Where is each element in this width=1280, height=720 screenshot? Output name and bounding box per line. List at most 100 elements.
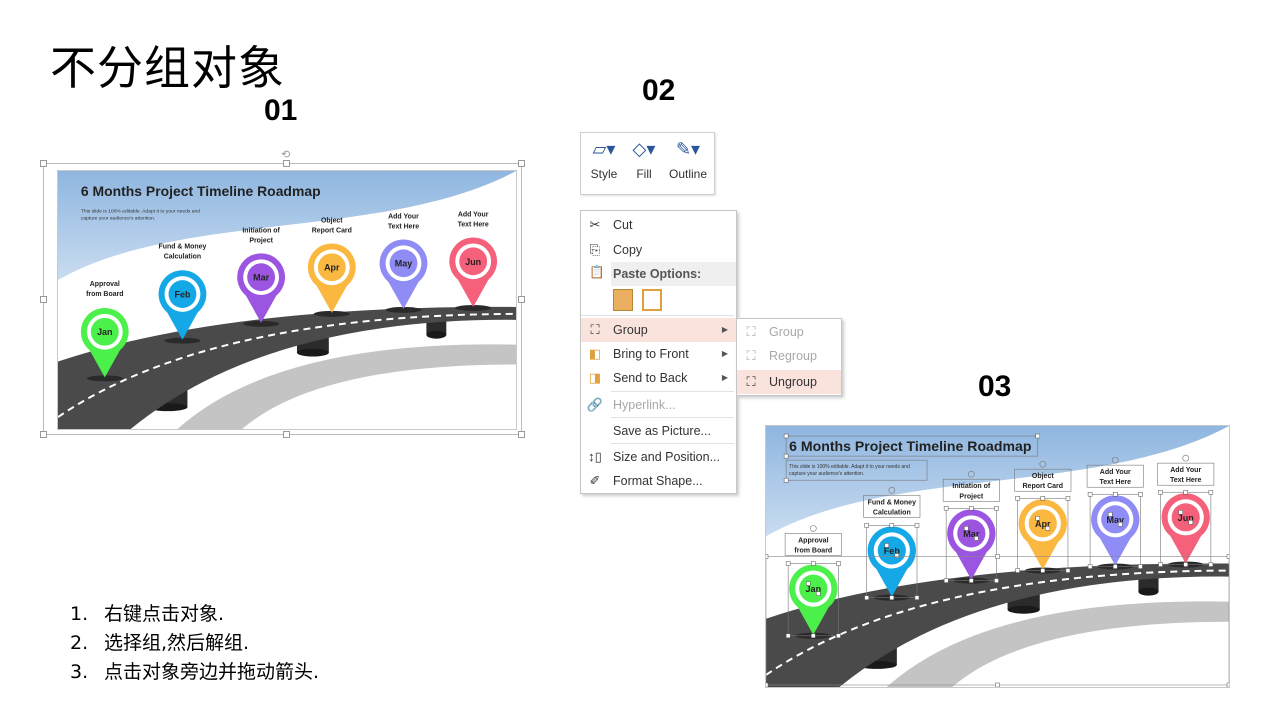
pin-center [247, 263, 276, 292]
selection-handle [836, 561, 841, 566]
pin-shadow [164, 337, 201, 344]
selection-handle [1112, 492, 1118, 497]
road-pillar [1007, 605, 1040, 614]
milestone-label: Fund & Money [159, 243, 207, 250]
slide-subtitle: This slide is 100% editable. Adapt it to… [789, 464, 910, 470]
submenu-item-regroup[interactable]: ⛶ Regroup [737, 344, 841, 368]
selection-handle [783, 477, 789, 483]
fill-button[interactable]: ◇▾Fill [631, 139, 657, 181]
menu-label: Regroup [769, 349, 817, 363]
paste-picture-icon[interactable] [642, 289, 662, 311]
resize-handle[interactable] [518, 431, 525, 438]
selection-handle [1118, 522, 1123, 527]
menu-item-group[interactable]: ⛶Group▶ [581, 318, 736, 342]
slide-title: 6 Months Project Timeline Roadmap [789, 438, 1032, 454]
resize-handle[interactable] [518, 160, 525, 167]
road-pillar [296, 348, 329, 357]
pin-shadow [455, 304, 492, 311]
regroup-icon: ⛶ [746, 348, 756, 363]
menu-label: Group [769, 325, 804, 339]
milestone-month: Jun [1178, 513, 1194, 523]
milestone-month: Jun [465, 257, 481, 267]
selection-handle [914, 523, 920, 528]
paste-keep-source-icon[interactable] [613, 289, 633, 311]
step-text: 点击对象旁边并拖动箭头. [104, 661, 320, 683]
resize-handle[interactable] [40, 431, 47, 438]
milestone-label: Report Card [312, 228, 352, 235]
selection-handle [1040, 496, 1046, 501]
selection-handle [1208, 489, 1214, 495]
context-menu: ✂Cut ⎘Copy Paste Options: 📋 ⛶Group▶ ◧Bri… [580, 210, 737, 494]
menu-item-size-and-position[interactable]: ↕▯Size and Position... [581, 445, 736, 469]
instruction-step: 1.右键点击对象. [70, 600, 319, 629]
menu-item-copy[interactable]: ⎘Copy [581, 238, 736, 262]
milestone-label: Calculation [164, 253, 201, 260]
selection-handle [995, 554, 1000, 559]
menu-label: Ungroup [769, 375, 817, 389]
fill-bucket-icon: ◇▾ [632, 139, 656, 159]
selection-handle [811, 561, 816, 566]
menu-item-hyperlink[interactable]: 🔗Hyperlink... [581, 393, 736, 417]
menu-item-save-as-picture[interactable]: Save as Picture... [581, 419, 736, 443]
selection-handle [1065, 568, 1071, 573]
selection-handle [1035, 433, 1041, 439]
selection-handle [889, 523, 895, 528]
resize-handle[interactable] [40, 160, 47, 167]
selection-handle [1107, 512, 1113, 517]
milestone-label: Text Here [458, 222, 489, 229]
milestone-label: Initiation of [952, 483, 991, 490]
instruction-step: 3.点击对象旁边并拖动箭头. [70, 658, 319, 687]
milestone-label: Report Card [1022, 483, 1063, 490]
road [58, 306, 516, 429]
milestone-label: Initiation of [242, 228, 280, 235]
milestone-month: Apr [1035, 519, 1051, 529]
selection-handle [1035, 516, 1041, 521]
milestone-month: Mar [963, 529, 980, 539]
selection-handle [964, 526, 969, 531]
resize-handle[interactable] [40, 296, 47, 303]
menu-item-send-to-back[interactable]: ◨Send to Back▶ [581, 366, 736, 390]
selection-handle [1183, 489, 1188, 495]
road [766, 563, 1229, 687]
road-shadow [177, 344, 516, 429]
selection-handle [974, 536, 979, 541]
scissors-icon: ✂ [589, 217, 601, 232]
group-submenu: ⛶Group ⛶ Regroup ⛶Ungroup [736, 318, 842, 396]
milestone-month: Feb [884, 546, 901, 556]
resize-handle[interactable] [518, 296, 525, 303]
selection-handle [969, 578, 974, 583]
pin-center [90, 317, 119, 346]
menu-item-format-shape[interactable]: ✐Format Shape... [581, 469, 736, 493]
selection-handle [943, 506, 949, 511]
style-button[interactable]: ▱▾Style [589, 139, 619, 181]
menu-item-cut[interactable]: ✂Cut [581, 213, 736, 237]
selection-handle [1138, 492, 1143, 497]
instruction-step: 2.选择组,然后解组. [70, 629, 319, 658]
selection-handle [1087, 564, 1093, 569]
selection-handle [1158, 562, 1163, 567]
text-box-selection [784, 533, 842, 556]
menu-item-bring-to-front[interactable]: ◧Bring to Front▶ [581, 342, 736, 366]
submenu-item-group[interactable]: ⛶Group [737, 320, 841, 344]
group-icon: ⛶ [590, 322, 600, 337]
submenu-item-ungroup[interactable]: ⛶Ungroup [737, 370, 841, 394]
rotate-handle [888, 486, 896, 494]
resize-handle[interactable] [283, 160, 290, 167]
selection-handle [943, 578, 949, 583]
pin-shadow [86, 375, 123, 382]
resize-handle[interactable] [283, 431, 290, 438]
outline-button[interactable]: ✎▾Outline [667, 139, 709, 181]
road-pillar [426, 330, 447, 339]
menu-label: Paste Options: [613, 267, 702, 281]
selection-handle [1087, 492, 1093, 497]
selection-handle [1065, 496, 1071, 501]
selection-handle [1138, 564, 1143, 569]
rotate-handle-icon[interactable]: ⟲ [281, 149, 291, 161]
text-box-selection [1157, 462, 1215, 486]
menu-label: Bring to Front [613, 347, 689, 361]
selection-handle [783, 433, 789, 439]
pin-center [389, 249, 418, 278]
